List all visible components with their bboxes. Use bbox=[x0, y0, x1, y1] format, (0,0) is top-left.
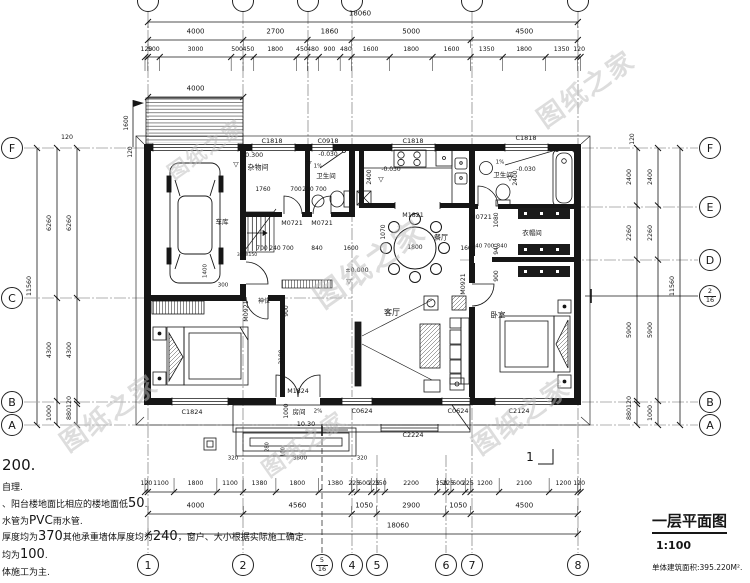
door-symbols bbox=[245, 185, 499, 398]
grid-bubble-right: B bbox=[699, 391, 721, 413]
walls bbox=[144, 144, 581, 405]
flag-icon bbox=[133, 100, 144, 107]
note-segment: 100 bbox=[20, 547, 45, 562]
porch-steps bbox=[203, 404, 471, 457]
drawing-title: 一层平面图 bbox=[652, 510, 728, 534]
grid-bubble-left: B bbox=[1, 391, 23, 413]
grid-bubble-left: F bbox=[1, 137, 23, 159]
grid-lines bbox=[24, 12, 698, 553]
bathroom2-fixtures bbox=[479, 148, 576, 207]
window-symbols bbox=[152, 143, 553, 432]
living-room-furniture bbox=[354, 295, 470, 393]
grid-bubble-bottom: 6 bbox=[435, 554, 457, 576]
note-segment: 厚度均为 bbox=[2, 533, 39, 543]
note-segment: 240 bbox=[152, 529, 178, 544]
section-marks bbox=[321, 289, 698, 553]
dimension-lines bbox=[33, 18, 684, 538]
grid-bubble-bottom: 4 bbox=[341, 554, 363, 576]
note-segment: 自理. bbox=[2, 483, 23, 493]
note-segment: . bbox=[44, 551, 48, 561]
construction-note-line: 200. bbox=[2, 455, 35, 474]
building-area-note: 单体建筑面积:395.220M². bbox=[652, 563, 743, 572]
note-segment: 水管为 bbox=[2, 517, 30, 527]
driveway-ramp bbox=[132, 97, 244, 148]
altar-shelf bbox=[281, 279, 333, 289]
grid-bubble-bottom: 8 bbox=[567, 554, 589, 576]
note-segment: 200. bbox=[2, 456, 36, 474]
dining-table bbox=[380, 213, 450, 283]
note-segment: 雨水管. bbox=[52, 517, 83, 527]
grid-bubble-right: D bbox=[699, 249, 721, 271]
grid-bubble-bottom: 7 bbox=[461, 554, 483, 576]
grid-bubble-left: A bbox=[1, 414, 23, 436]
construction-note-line: 自理. bbox=[2, 475, 23, 494]
note-segment: 其他承重墙体厚度均为 bbox=[62, 533, 153, 543]
construction-note-line: 水管为PVC雨水管. bbox=[2, 509, 83, 528]
construction-note-line: 厚度均为370其他承重墙体厚度均为240，窗户、大小根据实际施工确定. bbox=[2, 525, 307, 544]
note-segment: 50 bbox=[128, 496, 145, 511]
staircase bbox=[241, 208, 277, 255]
note-segment: 370 bbox=[38, 529, 63, 544]
note-segment: . bbox=[144, 500, 148, 510]
title-block: 一层平面图1:100 单体建筑面积:395.220M². 单体占地面积:211.… bbox=[652, 510, 750, 583]
note-segment: PVC bbox=[29, 513, 53, 527]
grid-bubble-left: C bbox=[1, 287, 23, 309]
grid-bubble-right: A bbox=[699, 414, 721, 436]
note-segment: 均为 bbox=[2, 551, 21, 561]
grid-bubble-right: F bbox=[699, 137, 721, 159]
note-segment: 体施工为主. bbox=[2, 568, 50, 578]
wardrobes bbox=[518, 208, 570, 277]
construction-note-line: 体施工为主. bbox=[2, 560, 50, 579]
note-segment: ，窗户、大小根据实际施工确定. bbox=[177, 533, 307, 543]
bedroom1-furniture bbox=[151, 300, 249, 386]
grid-bubble-bottom: 5 bbox=[366, 554, 388, 576]
kitchen-fixtures bbox=[356, 149, 471, 207]
bathroom1-fixtures bbox=[311, 149, 351, 208]
drawing-scale: 1:100 bbox=[656, 539, 692, 552]
construction-note-line: 均为100. bbox=[2, 543, 48, 562]
car bbox=[166, 162, 224, 284]
bedroom2-furniture bbox=[499, 299, 572, 389]
grid-bubble-bottom: 1 bbox=[137, 554, 159, 576]
grid-bubble-bottom: 2 bbox=[232, 554, 254, 576]
grid-bubble-right: E bbox=[699, 196, 721, 218]
eave-outline bbox=[135, 135, 591, 426]
construction-note-line: 、阳台楼地面比相应的楼地面低50. bbox=[2, 492, 147, 511]
note-segment: 、阳台楼地面比相应的楼地面低 bbox=[2, 500, 129, 510]
